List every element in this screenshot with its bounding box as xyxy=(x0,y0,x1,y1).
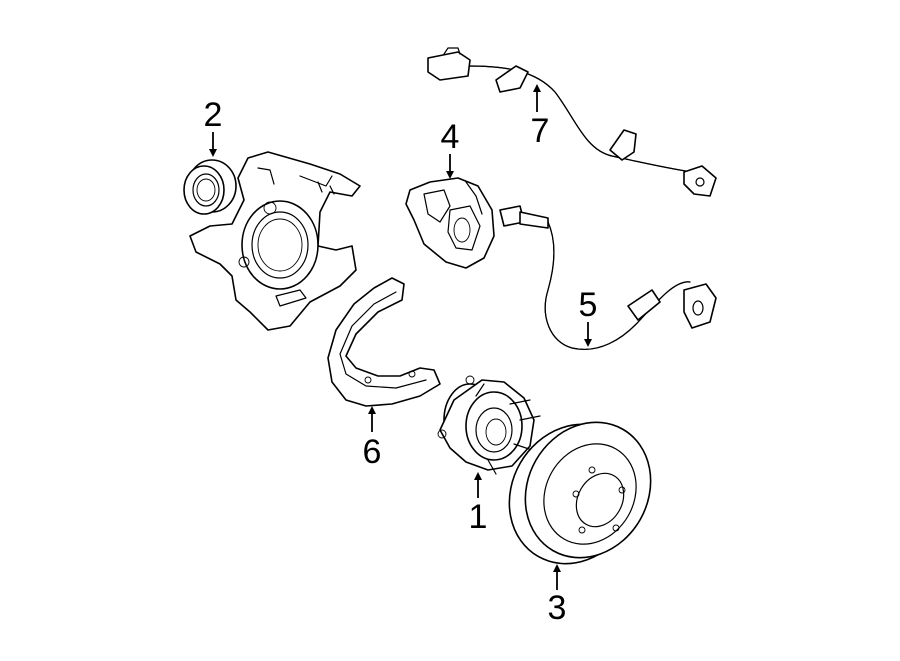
callout-3: 3 xyxy=(548,589,567,627)
steering-knuckle xyxy=(189,151,361,331)
callout-4: 4 xyxy=(441,118,460,156)
part-1-hub-bearing xyxy=(437,375,541,475)
callout-5: 5 xyxy=(579,286,598,324)
callout-1: 1 xyxy=(469,498,488,536)
part-5-brake-hose xyxy=(499,205,717,350)
part-3-rotor xyxy=(508,421,652,565)
part-2-seal xyxy=(183,159,237,215)
callout-2: 2 xyxy=(204,96,223,134)
part-6-splash-shield xyxy=(327,277,441,407)
part-7-sensor-harness xyxy=(427,47,717,197)
callout-6: 6 xyxy=(363,433,382,471)
part-4-caliper xyxy=(405,177,495,269)
callout-7: 7 xyxy=(531,112,550,150)
